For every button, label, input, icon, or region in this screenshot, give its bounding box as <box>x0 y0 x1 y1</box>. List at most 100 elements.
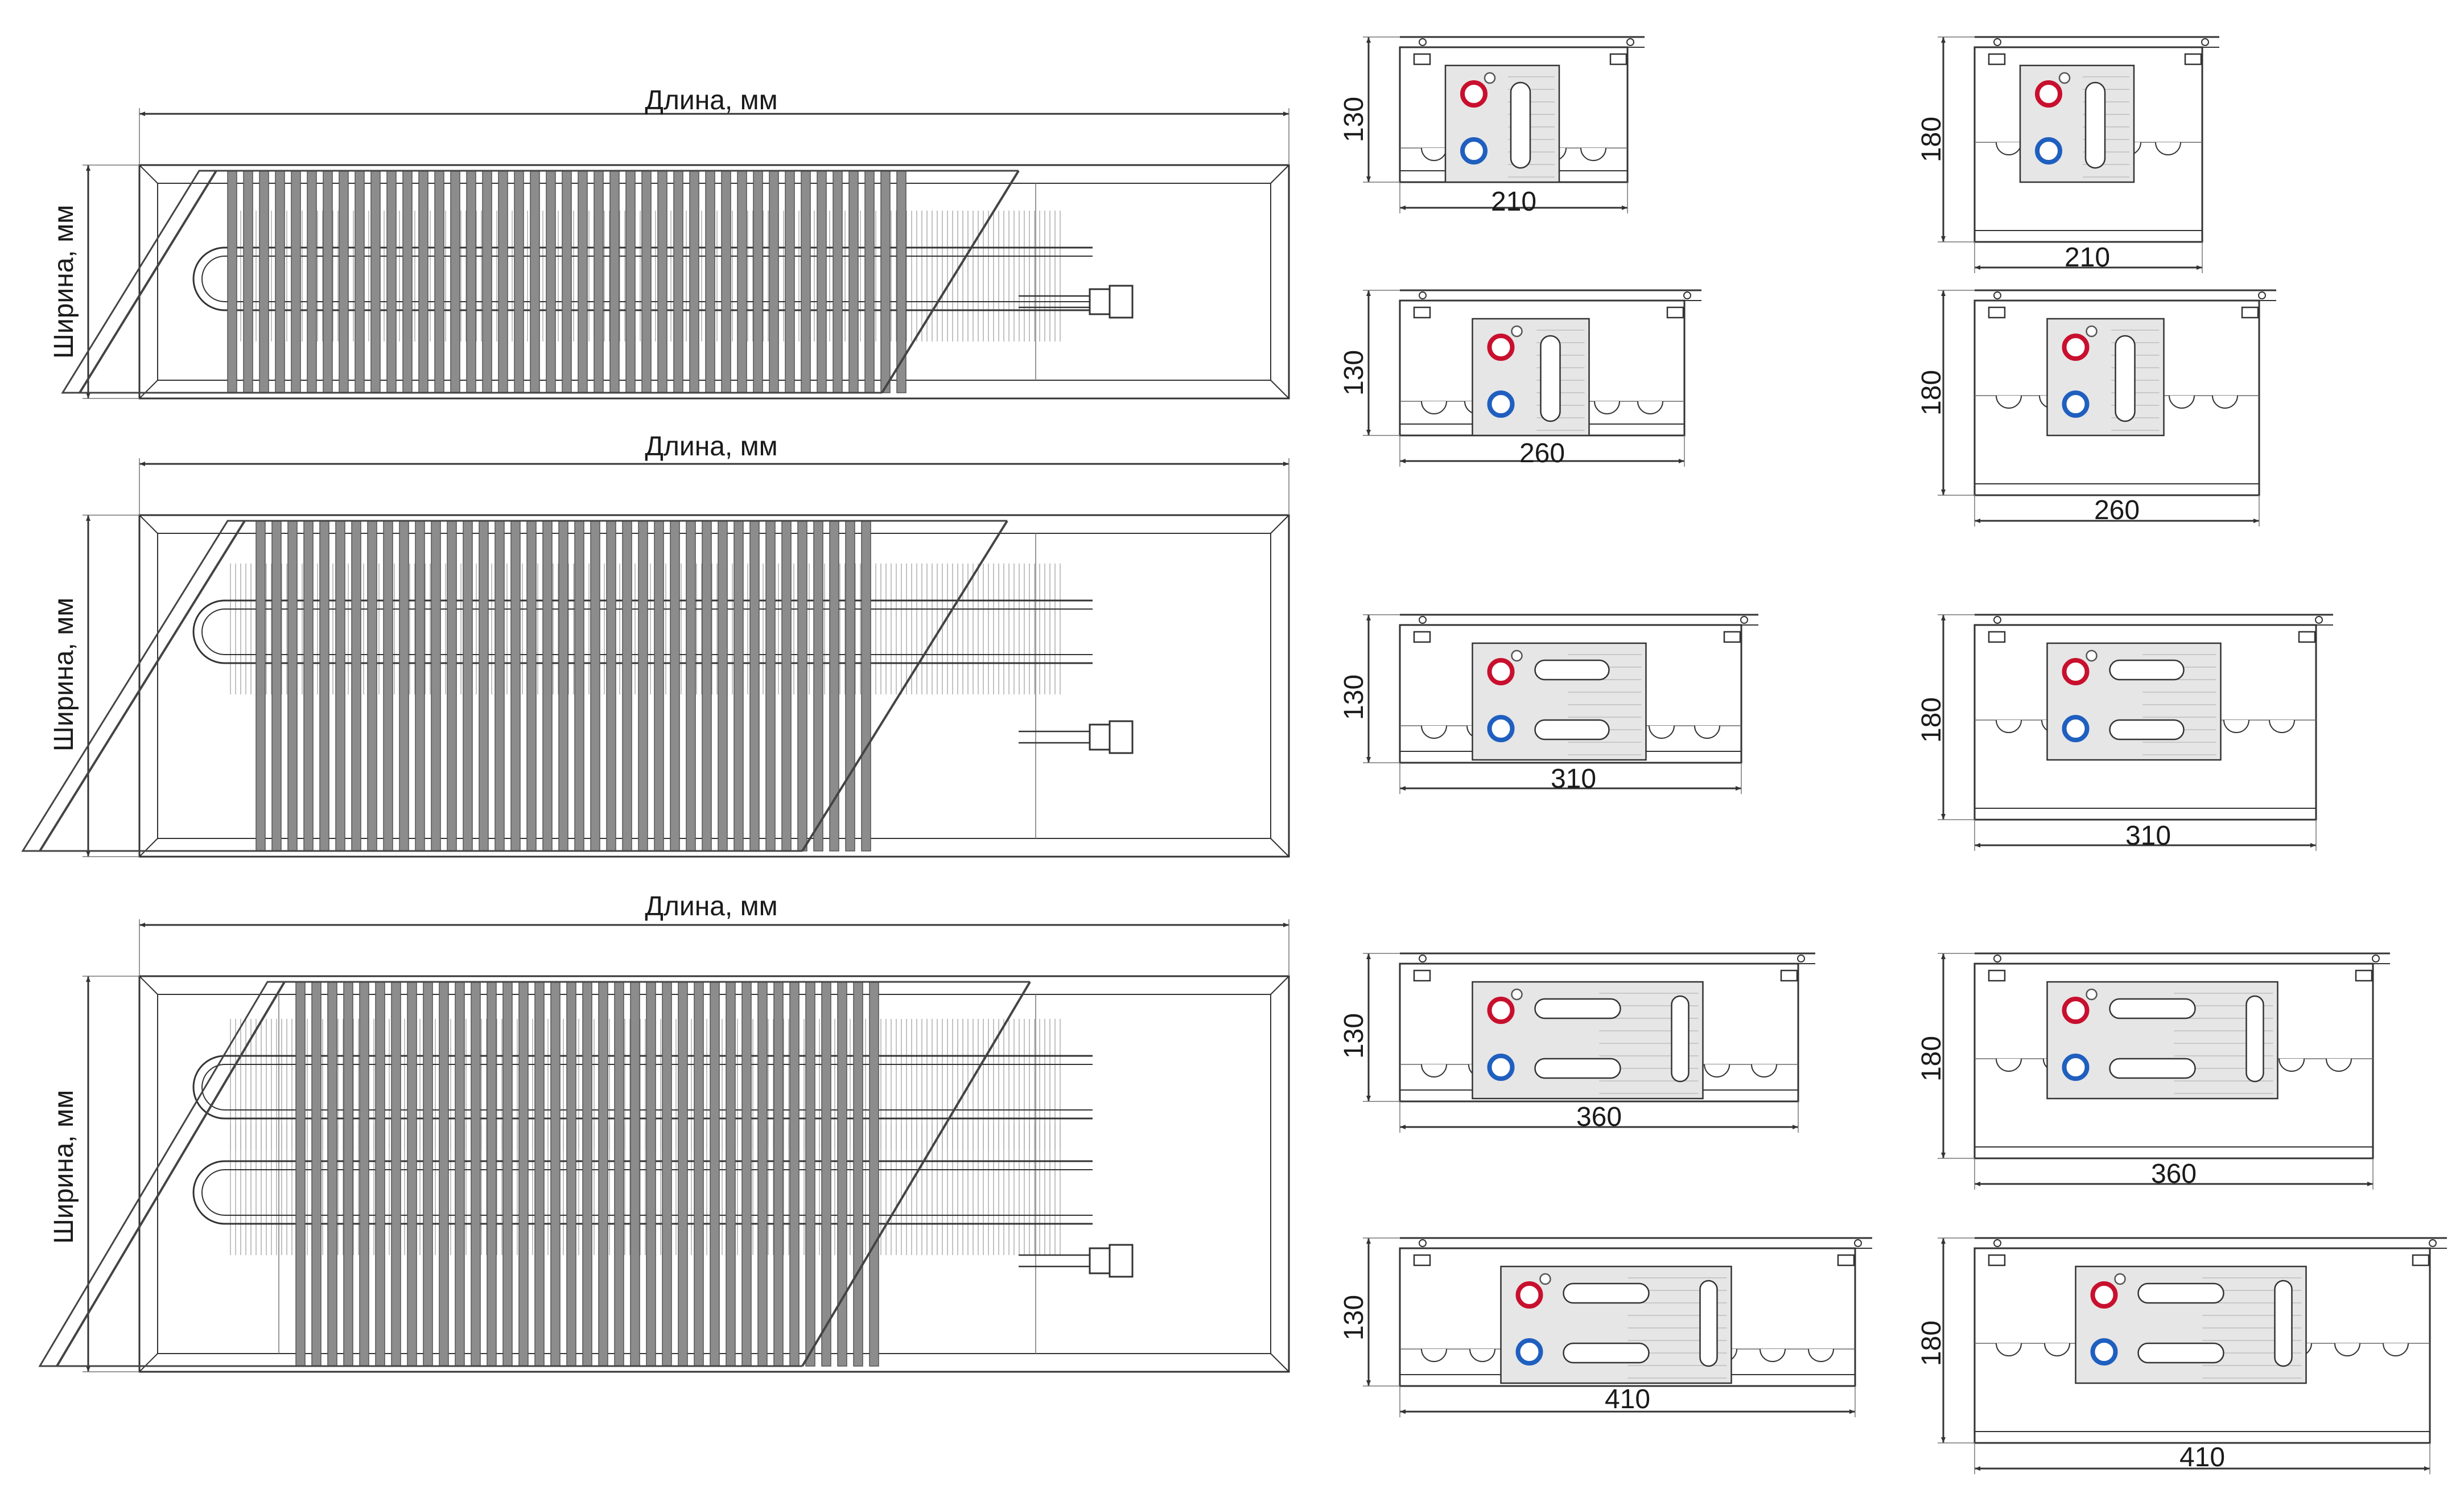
hot-water-connector-icon <box>2062 334 2090 361</box>
grille-slat <box>625 170 636 393</box>
grille-slat <box>518 981 529 1367</box>
grille-slat <box>694 981 704 1367</box>
pipe-fitting <box>1109 720 1134 754</box>
grille-slat <box>259 170 269 393</box>
grille-slat <box>880 170 891 393</box>
cold-water-connector-icon <box>2062 1054 2090 1081</box>
section-height-label: 180 <box>1917 1036 1947 1081</box>
grille-slat <box>514 170 524 393</box>
grille-slat <box>303 520 314 852</box>
grille-slat <box>227 170 237 393</box>
section-drawing <box>1363 614 1758 794</box>
fin-notch <box>1760 1348 1786 1362</box>
mount-bracket <box>1609 53 1627 65</box>
grille-slat <box>853 981 863 1367</box>
grille-slat <box>558 520 568 852</box>
mounting-slot <box>1699 1280 1718 1367</box>
mount-bracket <box>1837 1254 1855 1266</box>
grille-slat <box>705 170 715 393</box>
grille-slat <box>466 170 476 393</box>
grille-slat <box>702 520 712 852</box>
grille-slat <box>678 981 688 1367</box>
grille-slat <box>295 981 306 1367</box>
grille-slant-edge <box>801 981 1031 1367</box>
section-width-label: 360 <box>1576 1102 1622 1132</box>
section-drawing <box>1938 1237 2447 1474</box>
cold-water-connector-icon <box>1487 390 1515 418</box>
section-body <box>1973 1247 2431 1444</box>
screw-hole <box>1419 1239 1427 1247</box>
grille-slat <box>821 981 831 1367</box>
section-body <box>1973 624 2317 821</box>
coil-pipe <box>201 1169 1093 1216</box>
section-body <box>1973 46 2203 243</box>
grille-slat <box>630 981 640 1367</box>
grille-slat <box>479 520 489 852</box>
mounting-slot <box>2084 81 2106 169</box>
grille-slat <box>805 981 815 1367</box>
fin-notch <box>2044 1343 2070 1356</box>
mounting-slot <box>2109 719 2185 741</box>
grille-slat <box>546 170 556 393</box>
mounting-slot <box>1671 995 1690 1083</box>
grille-slat <box>383 520 393 852</box>
hot-water-connector-icon <box>1460 80 1488 108</box>
mount-bracket <box>2298 631 2316 643</box>
fin-notch <box>1421 401 1447 414</box>
fin-notch <box>1421 1064 1447 1077</box>
grille-slat <box>323 170 333 393</box>
section-width-label: 410 <box>2179 1442 2225 1473</box>
mount-bracket <box>1413 53 1431 65</box>
section-width-label: 360 <box>2151 1159 2197 1189</box>
grille-slat <box>463 520 473 852</box>
section-width-label: 260 <box>2094 495 2140 525</box>
fin-notch <box>1649 725 1675 739</box>
section-drawing <box>1363 36 1645 213</box>
mount-bracket <box>1723 631 1741 643</box>
fin-notch <box>2334 1343 2360 1356</box>
grille-slat <box>848 170 859 393</box>
plan-width-label: Ширина, мм <box>49 1090 79 1244</box>
section-body <box>1399 624 1742 764</box>
mount-bracket <box>1988 306 2006 319</box>
grille-slat <box>817 170 827 393</box>
fin-notch <box>2169 395 2195 409</box>
mounting-slot <box>1540 335 1561 422</box>
fin-notch <box>1996 1058 2022 1072</box>
fin-notch <box>1421 147 1447 161</box>
grille-slat <box>726 981 736 1367</box>
cold-water-connector-icon <box>2062 390 2090 418</box>
screw-hole <box>1993 616 2001 624</box>
grille-slant-edge <box>39 520 246 852</box>
fin-notch <box>1594 401 1620 414</box>
grille-slat <box>609 170 620 393</box>
mount-bracket <box>2355 969 2373 982</box>
grille-slat <box>418 170 428 393</box>
plan-length-label: Длина, мм <box>645 431 777 462</box>
fin-notch <box>1751 1064 1777 1077</box>
air-vent-icon <box>1539 1273 1551 1285</box>
grille-slat <box>510 520 521 852</box>
air-vent-icon <box>2086 988 2098 1001</box>
grille-slant-edge <box>801 520 1008 852</box>
section-drawing <box>1363 1237 1872 1417</box>
grille-slat <box>359 981 369 1367</box>
screw-hole <box>1797 955 1805 963</box>
section-width-label: 410 <box>1605 1384 1650 1414</box>
grille-slant-edge <box>881 170 1020 394</box>
hot-water-connector-icon <box>1487 997 1515 1024</box>
grille-slat <box>598 981 608 1367</box>
screw-hole <box>2201 38 2209 46</box>
coil-pipe <box>192 1055 1093 1120</box>
grille-slat <box>311 981 322 1367</box>
plan-outer-frame <box>138 975 1290 1373</box>
grille-slat <box>243 170 253 393</box>
air-vent-icon <box>1511 988 1523 1001</box>
grille-slat <box>590 520 600 852</box>
mounting-slot <box>2274 1280 2293 1367</box>
hot-water-connector-icon <box>1515 1281 1543 1309</box>
fin-notch <box>1637 401 1663 414</box>
section-height-label: 130 <box>1339 350 1369 396</box>
mount-bracket <box>1780 969 1798 982</box>
mount-bracket <box>1413 631 1431 643</box>
